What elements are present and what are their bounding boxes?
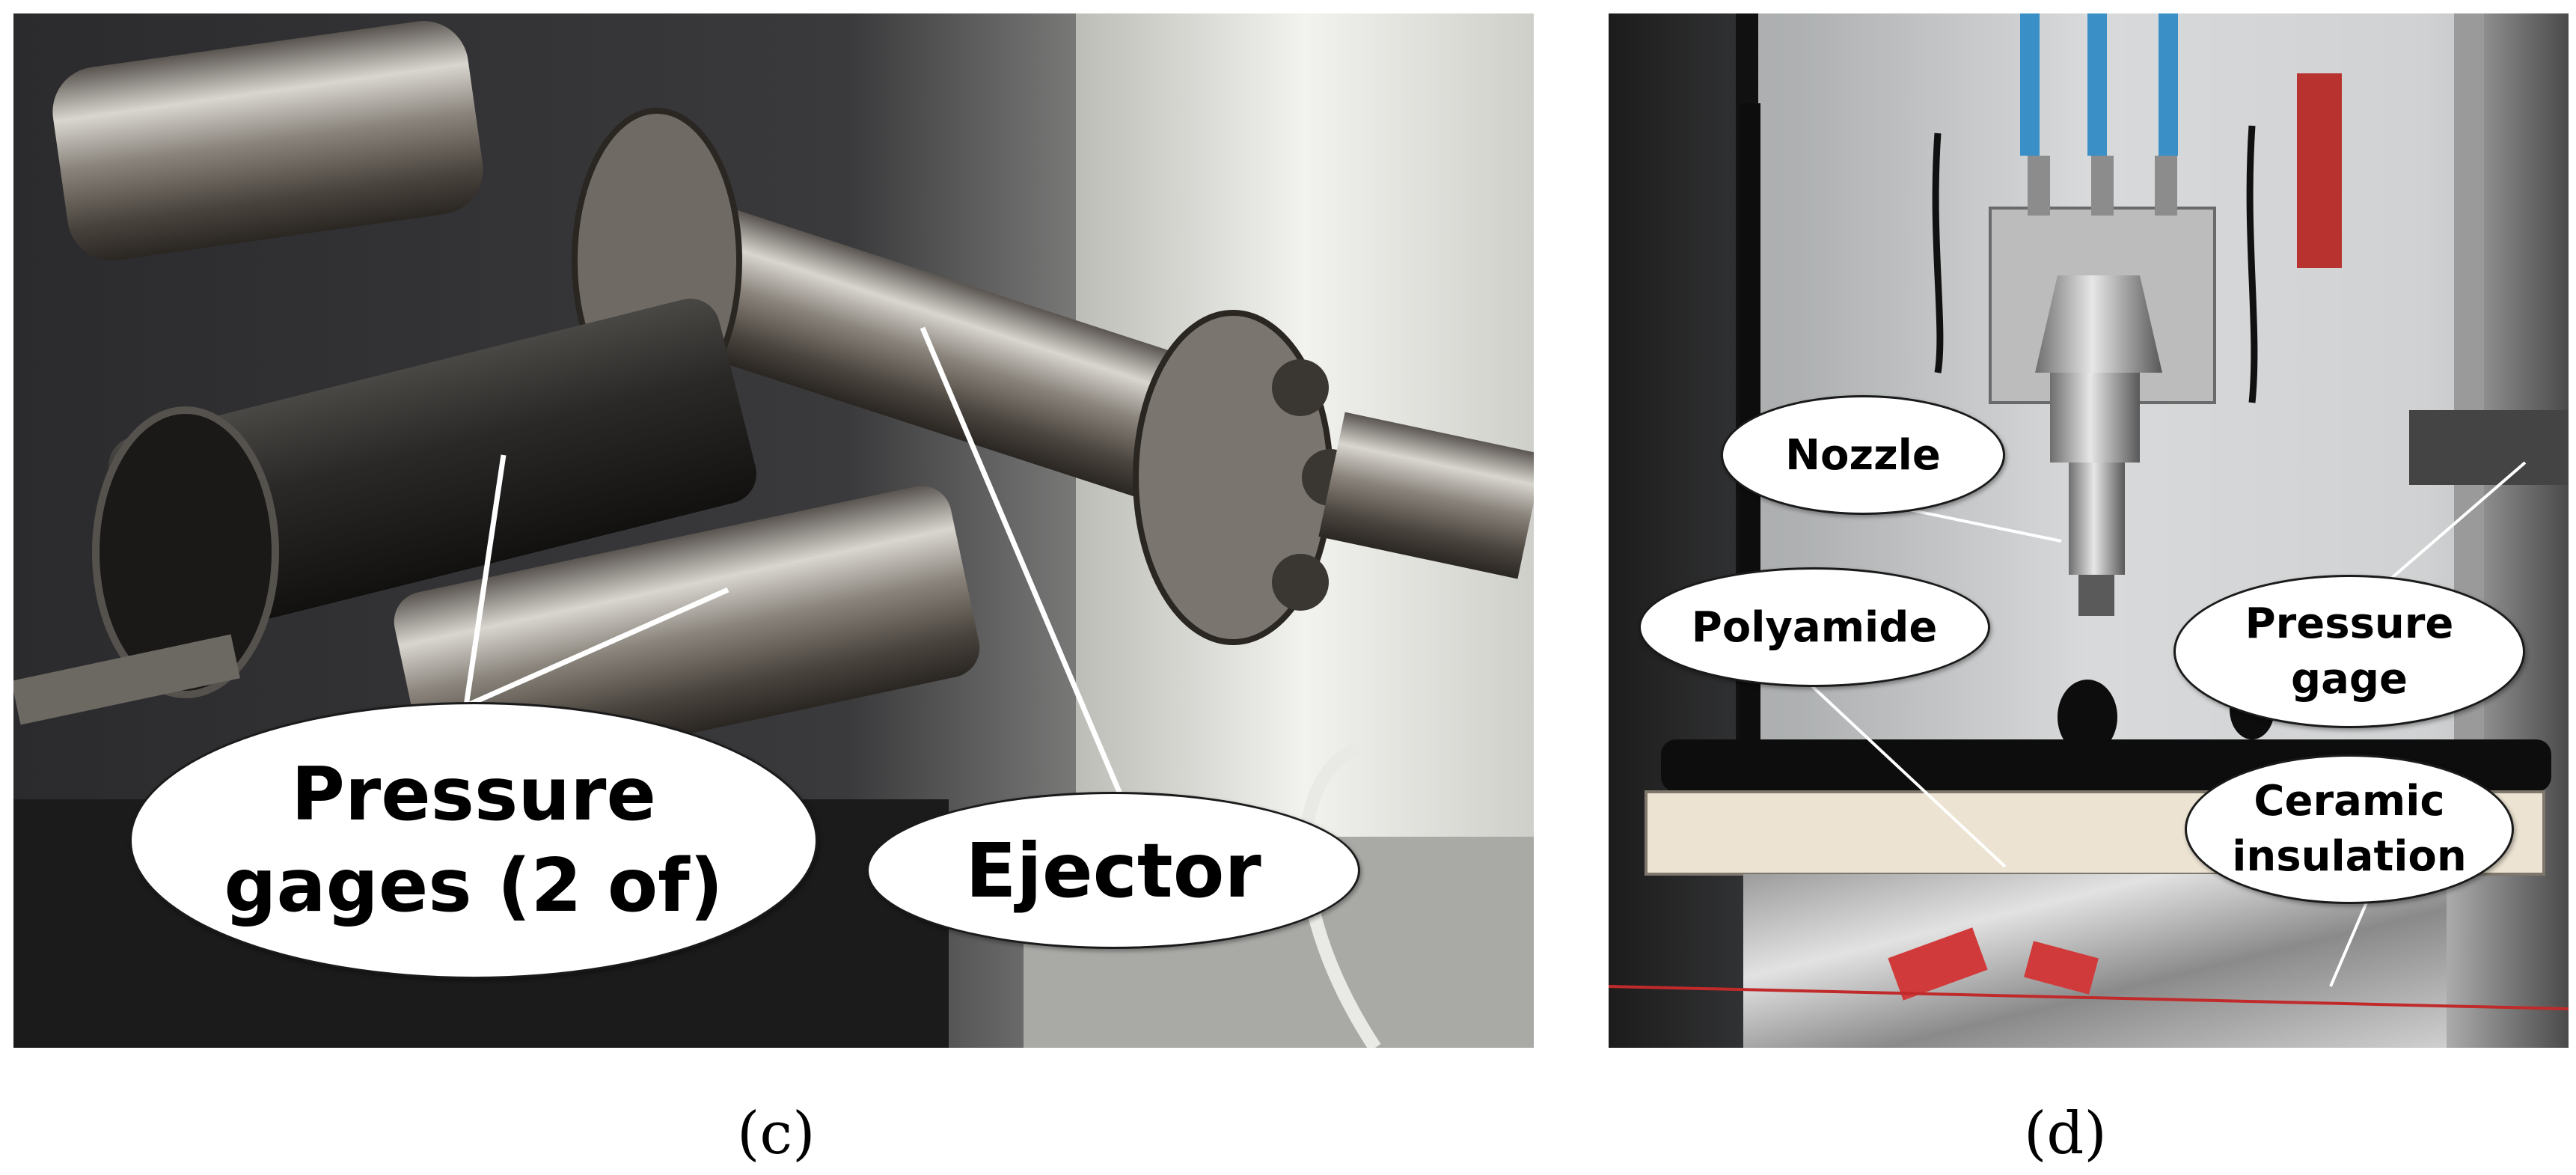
callout-pressure-gage-line1: Pressure	[2245, 599, 2454, 648]
callout-nozzle-text: Nozzle	[1785, 430, 1941, 480]
ejector-photo	[13, 13, 1534, 1048]
caption-d: (d)	[2024, 1100, 2107, 1168]
photo-panel-d: Nozzle Polyamide Pressure gage Ceramic i…	[1609, 13, 2569, 1048]
callout-pressure-gage-line2: gage	[2291, 654, 2408, 704]
callout-ceramic-line1: Ceramic	[2254, 777, 2445, 825]
callout-pressure-gages: Pressure gages (2 of)	[129, 702, 818, 979]
callout-pressure-gages-line2: gages (2 of)	[224, 843, 723, 929]
callout-pressure-gages-line1: Pressure	[291, 752, 656, 837]
callout-ceramic-insulation: Ceramic insulation	[2185, 754, 2514, 904]
caption-c: (c)	[737, 1100, 816, 1168]
callout-polyamide: Polyamide	[1639, 567, 1990, 687]
callout-nozzle: Nozzle	[1721, 395, 2005, 515]
photo-panel-c: Pressure gages (2 of) Ejector	[13, 13, 1534, 1048]
callout-polyamide-text: Polyamide	[1691, 602, 1938, 652]
callout-ceramic-line2: insulation	[2232, 832, 2467, 881]
callout-pressure-gage: Pressure gage	[2173, 575, 2525, 728]
callout-ejector: Ejector	[866, 792, 1360, 949]
callout-ejector-text: Ejector	[965, 826, 1261, 915]
